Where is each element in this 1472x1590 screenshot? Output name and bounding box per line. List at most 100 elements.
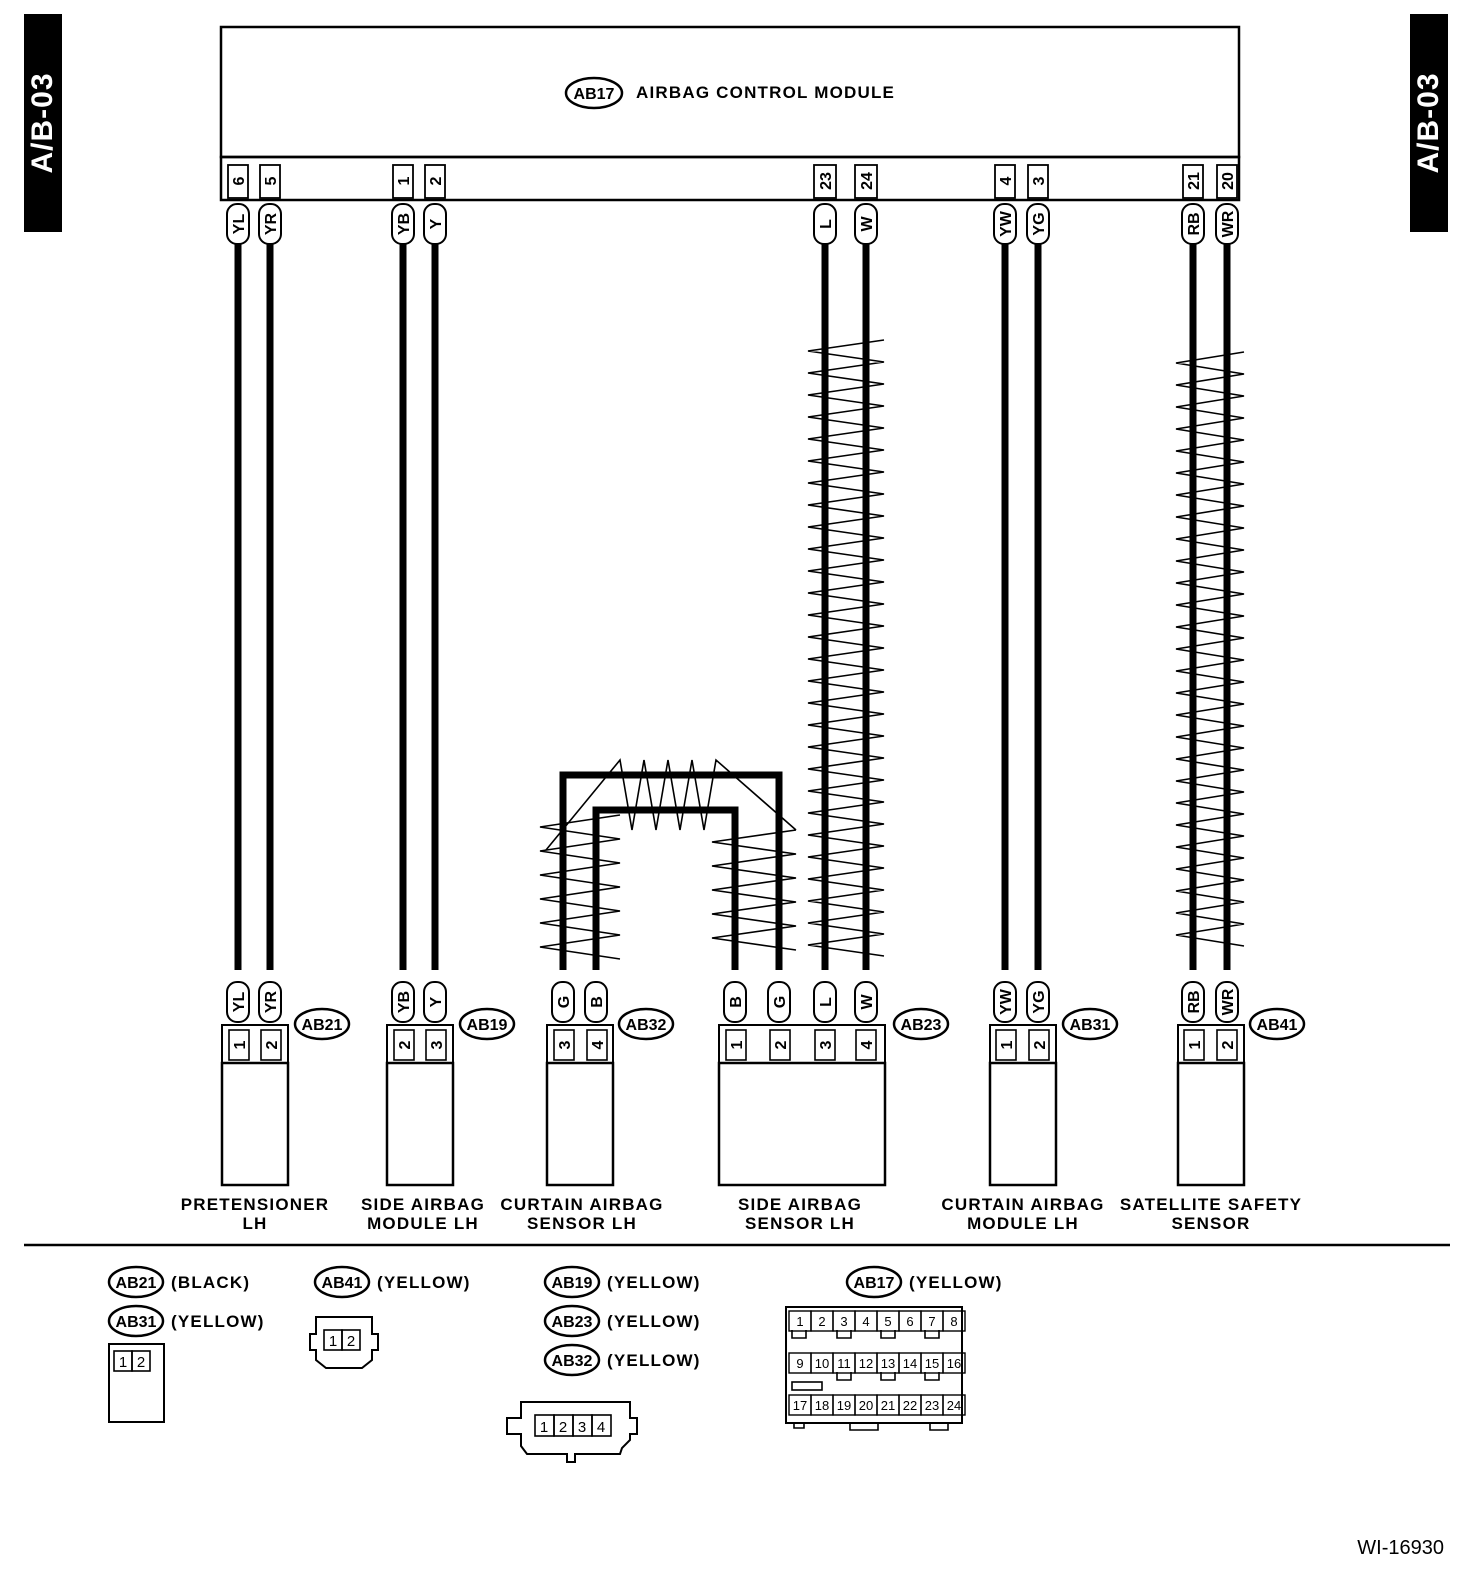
twist-zigzag [539, 814, 621, 960]
legend-connector-body [309, 1316, 379, 1369]
legend-pin-label: 4 [597, 1419, 605, 1436]
connector-ref-oval [1248, 1007, 1306, 1041]
pin-box [260, 1029, 282, 1061]
ab17-pin-label: 9 [796, 1356, 803, 1371]
pin-box [725, 1029, 747, 1061]
wire-color-label: G [556, 996, 573, 1008]
component-label: CURTAIN AIRBAG [941, 1195, 1104, 1214]
pin-box [1216, 164, 1238, 199]
connector-pin-label: 3 [818, 1040, 835, 1049]
ab17-key [929, 1423, 949, 1431]
legend-ref: AB23 [552, 1314, 593, 1331]
wire-color-label: WR [1220, 210, 1237, 237]
ab17-pin-label: 14 [903, 1356, 917, 1371]
wire-color-tag [813, 981, 837, 1023]
ab17-pin-label: 7 [928, 1314, 935, 1329]
component-side-airbag-sensor: 1 2 3 4 AB23 SIDE AIRBAG SENSOR LH [717, 1007, 950, 1233]
legend-color: (YELLOW) [909, 1273, 1003, 1292]
connector-pin-label: 1 [999, 1040, 1016, 1049]
legend-connector-body [506, 1401, 638, 1463]
legend-ref-oval [313, 1265, 371, 1299]
component-curtain-airbag-module: 1 2 AB31 CURTAIN AIRBAG MODULE LH [941, 1007, 1119, 1233]
ab17-key [791, 1330, 807, 1339]
connector-pin-label: 3 [429, 1040, 446, 1049]
pin-box [769, 1029, 791, 1061]
ab17-key [849, 1423, 879, 1431]
ab17-key [880, 1372, 896, 1381]
module-ref: AB17 [574, 86, 615, 103]
component-label: SENSOR LH [527, 1214, 637, 1233]
twist-zigzag [807, 339, 885, 957]
side-tab-right: A/B-03 [1410, 14, 1448, 232]
pin-box [425, 1029, 447, 1061]
pin-box [1216, 1029, 1238, 1061]
ab17-pin-label: 21 [881, 1398, 895, 1413]
connector-legend: AB21 (BLACK) AB31 (YELLOW) 1 2 AB41 (YEL… [107, 1265, 1003, 1463]
wire-color-label: W [859, 216, 876, 232]
module-pin-label: 20 [1220, 172, 1237, 190]
component-body [1176, 1061, 1246, 1187]
ab17-pin-label: 17 [793, 1398, 807, 1413]
wire-color-tag [993, 981, 1017, 1023]
twist-zigzag [1175, 351, 1245, 947]
ab17-pin-label: 5 [884, 1314, 891, 1329]
module-connector-strip [219, 155, 1241, 202]
wire-color-tag [226, 981, 250, 1023]
ab17-pin-label: 3 [840, 1314, 847, 1329]
ab17-pin-label: 18 [815, 1398, 829, 1413]
pin-box [553, 1029, 575, 1061]
legend-pin-label: 2 [137, 1354, 145, 1371]
legend-pin-label: 3 [578, 1419, 586, 1436]
ab17-key [924, 1330, 940, 1339]
legend-ref: AB32 [552, 1353, 593, 1370]
legend-ref-oval [543, 1343, 601, 1377]
legend-pin-label: 1 [329, 1333, 337, 1350]
wire-pair-pretensioner: 6 5 YL YR YL YR [226, 164, 282, 1023]
ab17-pin-box [942, 1394, 966, 1416]
airbag-control-module: AB17 AIRBAG CONTROL MODULE [219, 25, 1241, 202]
ab17-key [791, 1381, 823, 1391]
component-side-airbag-module: 2 3 AB19 SIDE AIRBAG MODULE LH [361, 1007, 516, 1233]
connector-ref: AB32 [626, 1017, 667, 1034]
pin-box [813, 164, 837, 199]
component-label: LH [242, 1214, 267, 1233]
wire-color-tag [1215, 981, 1239, 1023]
pin-box [586, 1029, 608, 1061]
connector-ref-oval [458, 1007, 516, 1041]
pin-box [259, 164, 281, 199]
connector-pin-label: 1 [232, 1040, 249, 1049]
connector-ref-oval [1061, 1007, 1119, 1041]
module-ref-oval [564, 76, 624, 110]
wire-color-label: W [859, 994, 876, 1010]
legend-pin-label: 1 [119, 1354, 127, 1371]
wire-color-tag [1215, 203, 1239, 245]
wire-color-tag [1181, 203, 1205, 245]
wire-color-tag [854, 981, 878, 1023]
component-body [385, 1061, 455, 1187]
connector-pin-label: 2 [1220, 1040, 1237, 1049]
legend-ref: AB31 [116, 1314, 157, 1331]
ab17-pin-label: 24 [947, 1398, 961, 1413]
module-pin-label: 21 [1186, 172, 1203, 190]
pin-box [855, 1029, 877, 1061]
ab17-connector-body [785, 1306, 963, 1424]
wire-color-tag [1026, 981, 1050, 1023]
curtain-sensor-loop: G B B G [539, 758, 797, 1023]
component-body [220, 1061, 290, 1187]
component-label: SIDE AIRBAG [361, 1195, 485, 1214]
ab17-pin-label: 2 [818, 1314, 825, 1329]
wire-color-tag [723, 981, 747, 1023]
component-label: MODULE LH [367, 1214, 479, 1233]
connector-ref: AB31 [1070, 1017, 1111, 1034]
wire-color-tag [391, 981, 415, 1023]
legend-ref-oval [845, 1265, 903, 1299]
pin-box [1028, 1029, 1050, 1061]
pin-box [393, 1029, 415, 1061]
ab17-pin-label: 20 [859, 1398, 873, 1413]
ab17-pin-label: 8 [950, 1314, 957, 1329]
wire-color-label: YR [263, 212, 280, 235]
component-body [988, 1061, 1058, 1187]
ab17-pin-label: 13 [881, 1356, 895, 1371]
pin-box [424, 164, 446, 199]
